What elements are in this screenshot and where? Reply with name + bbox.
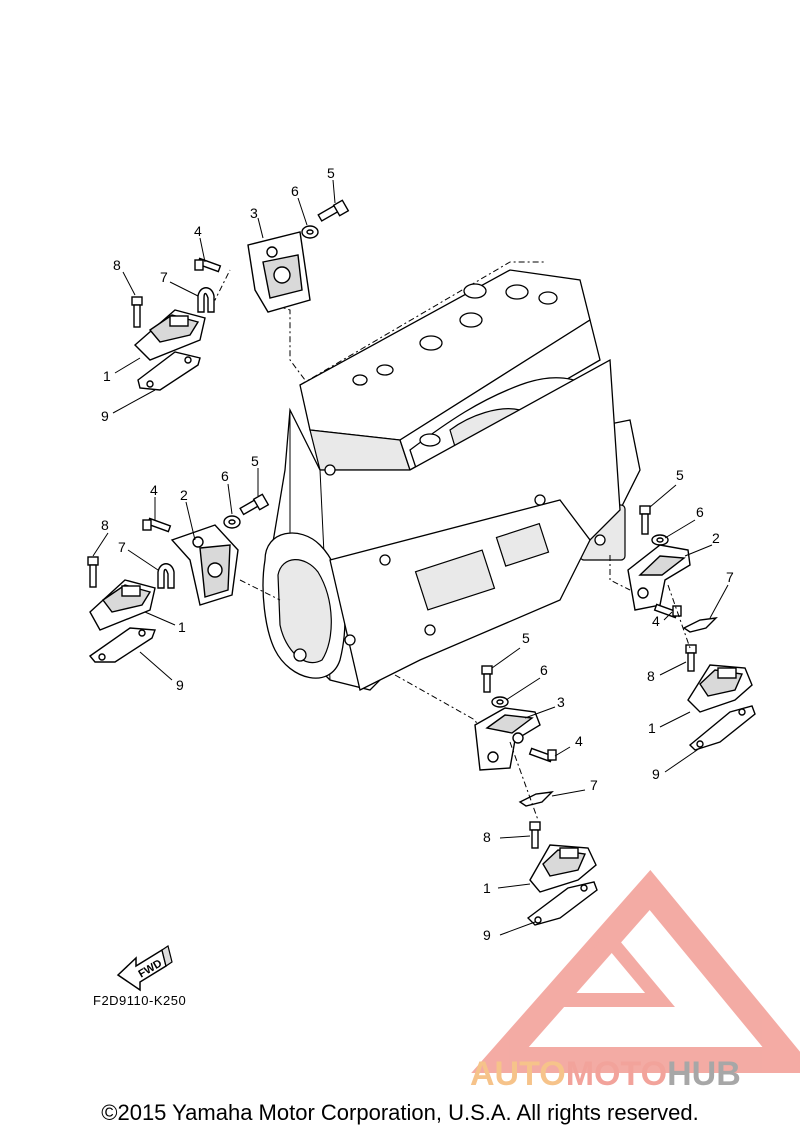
mount-part-1 [687, 664, 753, 713]
stopper-part-7 [682, 617, 718, 633]
callout-8: 8 [483, 829, 491, 845]
mount-group-mid-left: 8 7 4 2 6 5 1 9 [87, 453, 270, 693]
mount-group-right: 5 6 2 7 4 8 1 9 [627, 467, 756, 782]
mount-group-top-left: 8 7 4 3 6 5 1 9 [101, 165, 350, 424]
callout-8: 8 [647, 668, 655, 684]
callout-4: 4 [575, 733, 583, 749]
stopper-part-7 [157, 563, 175, 589]
plate-part-9 [526, 881, 598, 926]
plate-part-9 [688, 705, 756, 751]
fwd-arrow-icon: FWD [116, 945, 173, 992]
callout-8: 8 [113, 257, 121, 273]
callout-4: 4 [652, 613, 660, 629]
bolt-part-5 [239, 493, 270, 516]
plate-part-9 [137, 351, 201, 391]
callout-5: 5 [676, 467, 684, 483]
mount-group-bottom: 5 6 3 4 7 8 1 9 [474, 630, 598, 943]
callout-7: 7 [726, 569, 734, 585]
callout-9: 9 [101, 408, 109, 424]
callout-1: 1 [483, 880, 491, 896]
callout-6: 6 [696, 504, 704, 520]
stopper-part-7 [197, 287, 215, 313]
callout-5: 5 [327, 165, 335, 181]
callout-7: 7 [160, 269, 168, 285]
callout-9: 9 [176, 677, 184, 693]
callout-9: 9 [483, 927, 491, 943]
callout-7: 7 [118, 539, 126, 555]
callout-3: 3 [557, 694, 565, 710]
mount-part-1 [529, 844, 597, 893]
plate-part-9 [88, 627, 156, 663]
bolt-part-8 [131, 296, 143, 328]
stopper-part-7 [518, 791, 554, 807]
bolt-part-5 [481, 665, 493, 693]
callout-3: 3 [250, 205, 258, 221]
bolt-part-8 [685, 644, 697, 672]
fwd-label: FWD [136, 957, 164, 980]
mount-part-1 [133, 309, 206, 361]
mount-part-1 [89, 579, 156, 631]
bolt-part-4 [653, 603, 682, 619]
watermark-part-1: AUTO [470, 1055, 566, 1093]
bolt-part-5 [639, 505, 651, 535]
watermark-text: AUTOMOTOHUB [470, 1055, 741, 1094]
bolt-part-5 [317, 199, 350, 222]
callout-7: 7 [590, 777, 598, 793]
watermark-part-3: HUB [667, 1055, 741, 1093]
diagram-code: F2D9110-K250 [93, 993, 187, 1008]
callout-4: 4 [150, 482, 158, 498]
watermark-part-2: MOTO [565, 1055, 668, 1093]
callout-6: 6 [221, 468, 229, 484]
callout-4: 4 [194, 223, 202, 239]
callout-1: 1 [103, 368, 111, 384]
callout-1: 1 [178, 619, 186, 635]
callout-2: 2 [712, 530, 720, 546]
watermark-logo-icon [471, 869, 800, 1073]
callout-9: 9 [652, 766, 660, 782]
bolt-part-4 [142, 517, 172, 533]
bracket-part-2 [627, 544, 691, 611]
bolt-part-8 [529, 821, 541, 849]
callout-1: 1 [648, 720, 656, 736]
callout-6: 6 [291, 183, 299, 199]
callout-5: 5 [522, 630, 530, 646]
callout-8: 8 [101, 517, 109, 533]
engine-block [262, 261, 641, 691]
callout-5: 5 [251, 453, 259, 469]
callout-2: 2 [180, 487, 188, 503]
bolt-part-4 [194, 257, 222, 273]
bolt-part-8 [87, 556, 99, 588]
bolt-part-4 [528, 747, 557, 763]
copyright-text: ©2015 Yamaha Motor Corporation, U.S.A. A… [101, 1100, 699, 1125]
callout-6: 6 [540, 662, 548, 678]
